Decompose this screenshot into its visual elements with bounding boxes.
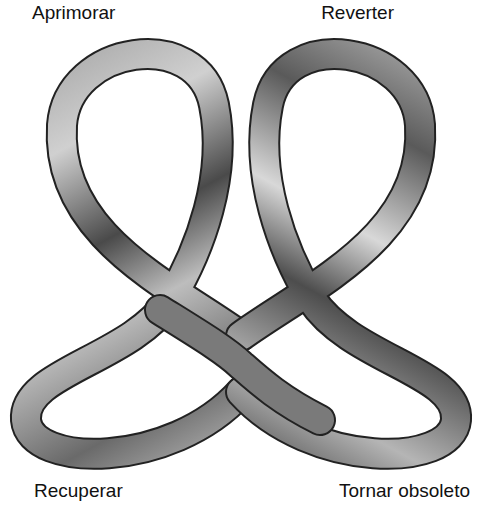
ribbon-band bbox=[26, 54, 456, 454]
tetrad-label: Tornar obsoleto bbox=[339, 480, 470, 503]
tetrad-label: Recuperar bbox=[34, 480, 123, 503]
tetrad-label: Reverter bbox=[321, 2, 394, 25]
tetrad-label: Aprimorar bbox=[32, 2, 115, 25]
